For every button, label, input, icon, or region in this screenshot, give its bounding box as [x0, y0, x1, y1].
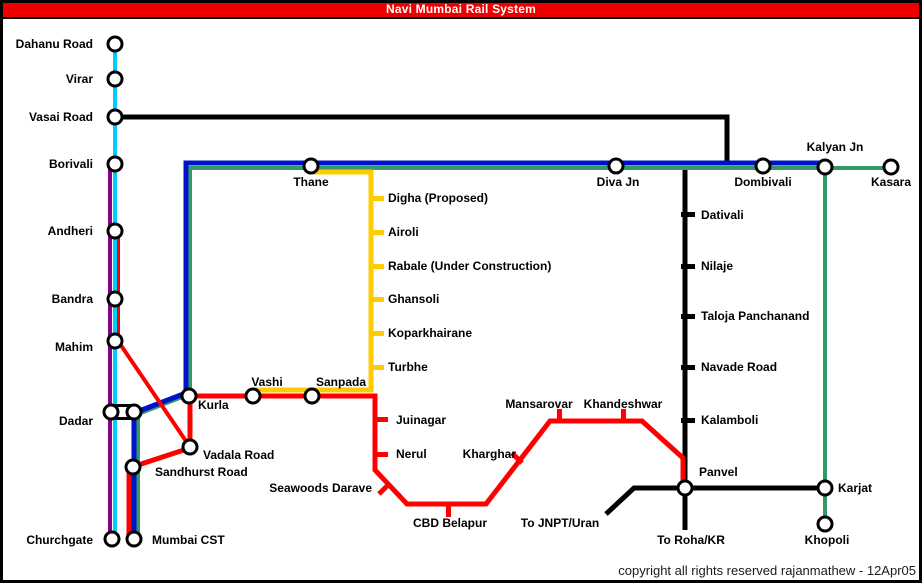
- station-virar: [106, 70, 124, 88]
- station-vadala-road: [181, 438, 199, 456]
- station-vashi: [244, 387, 262, 405]
- station-dahanu-road: [106, 35, 124, 53]
- tick-turbhe: [371, 365, 384, 370]
- line-to-jnpt-uran: [604, 485, 685, 516]
- station-dombivali: [754, 157, 772, 175]
- label-nilaje: Nilaje: [701, 259, 733, 273]
- line-central-green: [136, 166, 891, 539]
- label-mansarovar: Mansarovar: [505, 397, 573, 411]
- station-dadar-west: [102, 403, 120, 421]
- tick-juinagar: [375, 417, 388, 422]
- label-kurla: Kurla: [198, 398, 229, 412]
- station-mumbai-cst: [125, 530, 143, 548]
- label-bandra: Bandra: [52, 292, 94, 306]
- label-mumbai-cst: Mumbai CST: [152, 533, 225, 547]
- label-juinagar: Juinagar: [396, 413, 446, 427]
- tick-ghansoli: [371, 297, 384, 302]
- tick-seawoods-darave: [377, 482, 391, 496]
- station-bandra: [106, 290, 124, 308]
- title-bar: Navi Mumbai Rail System: [0, 0, 922, 19]
- tick-kharghar: [510, 451, 524, 465]
- label-ghansoli: Ghansoli: [388, 292, 439, 306]
- station-andheri: [106, 222, 124, 240]
- label-vasai-road: Vasai Road: [29, 110, 93, 124]
- tick-koparkhairane: [371, 331, 384, 336]
- label-to-jnpt-uran: To JNPT/Uran: [521, 516, 599, 530]
- label-sanpada: Sanpada: [316, 375, 366, 389]
- tick-cbd-belapur: [446, 504, 451, 517]
- station-diva-jn: [607, 157, 625, 175]
- tick-khandeshwar: [621, 409, 626, 422]
- station-thane: [302, 157, 320, 175]
- label-airoli: Airoli: [388, 225, 419, 239]
- tick-taloja-panchanand: [681, 314, 695, 319]
- label-kalyan-jn: Kalyan Jn: [807, 140, 864, 154]
- station-khopoli: [816, 515, 834, 533]
- line-vasai-road-connector: [115, 114, 730, 164]
- label-andheri: Andheri: [48, 224, 93, 238]
- copyright-text: copyright all rights reserved rajanmathe…: [618, 563, 916, 578]
- station-sanpada: [303, 387, 321, 405]
- station-labels: Dahanu Road Virar Vasai Road Borivali An…: [16, 37, 912, 547]
- label-virar: Virar: [66, 72, 93, 86]
- label-kharghar: Kharghar: [463, 447, 517, 461]
- label-nerul: Nerul: [396, 447, 427, 461]
- station-dadar-east: [125, 403, 143, 421]
- label-dombivali: Dombivali: [734, 175, 791, 189]
- map-title: Navi Mumbai Rail System: [386, 2, 536, 16]
- station-vasai-road: [106, 108, 124, 126]
- label-dadar: Dadar: [59, 414, 93, 428]
- label-diva-jn: Diva Jn: [597, 175, 640, 189]
- label-turbhe: Turbhe: [388, 360, 428, 374]
- label-koparkhairane: Koparkhairane: [388, 326, 472, 340]
- label-borivali: Borivali: [49, 157, 93, 171]
- label-sandhurst-road: Sandhurst Road: [155, 465, 248, 479]
- station-sandhurst-road: [124, 458, 142, 476]
- line-harbour-red: [126, 393, 686, 539]
- label-dahanu-road: Dahanu Road: [16, 37, 93, 51]
- label-vadala-road: Vadala Road: [203, 448, 274, 462]
- tick-navade-road: [681, 365, 695, 370]
- label-churchgate: Churchgate: [26, 533, 93, 547]
- tick-dativali: [681, 212, 695, 217]
- label-seawoods-darave: Seawoods Darave: [269, 481, 372, 495]
- tick-digha: [371, 196, 384, 201]
- tick-mansarovar: [557, 409, 562, 422]
- label-rabale: Rabale (Under Construction): [388, 259, 551, 273]
- station-kalyan-jn: [816, 158, 834, 176]
- station-circles: [102, 35, 900, 548]
- station-panvel: [676, 479, 694, 497]
- label-taloja-panchanand: Taloja Panchanand: [701, 309, 809, 323]
- station-karjat: [816, 479, 834, 497]
- label-kalamboli: Kalamboli: [701, 413, 758, 427]
- label-cbd-belapur: CBD Belapur: [413, 516, 487, 530]
- line-trans-harbour-yellow: [253, 169, 374, 393]
- tick-rabale: [371, 264, 384, 269]
- label-to-roha-kr: To Roha/KR: [657, 533, 725, 547]
- label-mahim: Mahim: [55, 340, 93, 354]
- tick-airoli: [371, 230, 384, 235]
- label-thane: Thane: [293, 175, 329, 189]
- tick-nilaje: [681, 264, 695, 269]
- station-mahim: [106, 332, 124, 350]
- station-borivali: [106, 155, 124, 173]
- label-navade-road: Navade Road: [701, 360, 777, 374]
- station-kurla: [180, 387, 198, 405]
- label-kasara: Kasara: [871, 175, 911, 189]
- tick-kalamboli: [681, 418, 695, 423]
- station-churchgate: [103, 530, 121, 548]
- label-dativali: Dativali: [701, 208, 744, 222]
- label-panvel: Panvel: [699, 465, 738, 479]
- label-karjat: Karjat: [838, 481, 872, 495]
- label-vashi: Vashi: [251, 375, 282, 389]
- label-khopoli: Khopoli: [805, 533, 850, 547]
- label-digha: Digha (Proposed): [388, 191, 488, 205]
- label-khandeshwar: Khandeshwar: [584, 397, 663, 411]
- tick-nerul: [375, 452, 388, 457]
- station-kasara: [882, 158, 900, 176]
